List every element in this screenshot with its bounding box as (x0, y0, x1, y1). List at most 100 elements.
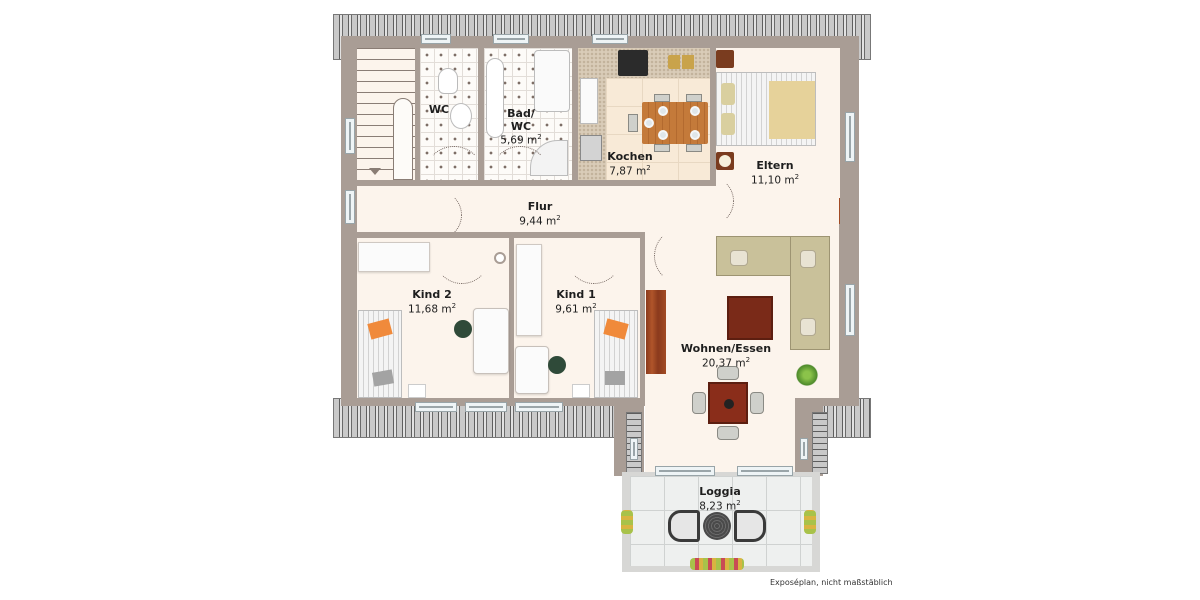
door-swing-bad (490, 146, 550, 206)
window (415, 402, 457, 412)
pillow-icon (603, 318, 629, 340)
door-swing-kind2 (434, 228, 490, 284)
room-name: Wohnen/Essen (680, 342, 772, 355)
label-bad: Bad/ WC 5,69 m2 (496, 107, 546, 147)
wardrobe-icon (516, 244, 542, 336)
window (655, 466, 715, 476)
dining-chair-icon (628, 114, 638, 132)
room-name: Kochen (607, 150, 653, 163)
window (737, 466, 793, 476)
room-name: Bad/ (507, 107, 535, 120)
desk-icon (515, 346, 549, 394)
label-flur: Flur 9,44 m2 (515, 200, 565, 228)
room-area: 20,37 m2 (701, 355, 751, 370)
dining-chair-icon (686, 144, 702, 152)
room-name: Eltern (756, 159, 794, 172)
loggia-table-icon (703, 512, 731, 540)
toy-icon (572, 384, 590, 398)
pillow-icon (371, 369, 395, 387)
room-area: 5,69 m2 (500, 133, 542, 147)
staircase (357, 48, 415, 180)
label-kind1: Kind 1 9,61 m2 (548, 288, 604, 316)
room-name: WC (428, 103, 450, 116)
dining-chair-icon (654, 144, 670, 152)
room-name-line2: WC (510, 119, 532, 133)
plan-caption: Exposéplan, nicht maßstäblich (770, 578, 893, 587)
label-kochen: Kochen 7,87 m2 (605, 150, 655, 178)
door-swing-kind1 (566, 228, 622, 284)
label-eltern: Eltern 11,10 m2 (745, 159, 805, 187)
single-bed-icon (358, 310, 402, 398)
loggia-chair-icon (734, 510, 766, 542)
office-chair-icon (454, 320, 472, 338)
flower-box-icon (690, 558, 744, 570)
window (845, 112, 855, 162)
window (345, 190, 355, 224)
single-bed-icon (594, 310, 638, 398)
fridge-icon (580, 78, 598, 124)
door-swing-wohnen (654, 228, 710, 284)
pillow-icon (367, 318, 393, 340)
food-bowls-icon (668, 55, 696, 69)
double-sink-icon (486, 58, 504, 138)
plate-icon (690, 106, 700, 116)
window (421, 34, 451, 44)
cushion-icon (800, 318, 816, 336)
stair-direction-arrow (369, 168, 381, 175)
dining-chair-icon (692, 392, 706, 414)
window (345, 118, 355, 154)
cushion-icon (800, 250, 816, 268)
pillow-icon (721, 83, 735, 105)
room-name: Kind 1 (556, 288, 596, 301)
centerpiece-icon (724, 399, 734, 409)
dining-chair-icon (717, 426, 739, 440)
label-kind2: Kind 2 11,68 m2 (402, 288, 462, 316)
pillow-icon (605, 371, 625, 385)
room-name: Loggia (699, 485, 741, 498)
dining-table-icon (708, 382, 748, 424)
door-swing-kochen (684, 176, 734, 226)
label-loggia: Loggia 8,23 m2 (692, 485, 748, 513)
room-area: 8,23 m2 (699, 498, 741, 513)
room-area: 7,87 m2 (609, 163, 651, 178)
blanket (769, 81, 815, 139)
bathtub-icon (534, 50, 570, 112)
cushion-icon (730, 250, 748, 266)
window (800, 438, 808, 460)
nightstand-icon (716, 152, 734, 170)
window (515, 402, 563, 412)
double-bed-icon (716, 72, 816, 146)
room-area: 9,44 m2 (519, 213, 561, 228)
wardrobe-icon (358, 242, 430, 272)
dining-chair-icon (717, 366, 739, 380)
flower-box-icon (621, 510, 633, 534)
label-wc: WC (424, 103, 454, 117)
window (592, 34, 628, 44)
tv-cabinet-icon (646, 290, 666, 374)
pillow-icon (721, 113, 735, 135)
room-area: 11,68 m2 (407, 301, 457, 316)
toy-icon (408, 384, 426, 398)
plate-icon (658, 106, 668, 116)
column-icon (494, 252, 506, 264)
sink-icon (450, 103, 472, 129)
room-area: 9,61 m2 (555, 301, 597, 316)
window (630, 438, 638, 460)
flower-box-icon (804, 510, 816, 534)
stove-icon (580, 135, 602, 161)
roof-bay-right (812, 412, 828, 474)
door-swing-wc (424, 146, 484, 206)
room-name: Flur (527, 200, 553, 213)
label-wohnen-essen: Wohnen/Essen 20,37 m2 (680, 342, 772, 370)
window (493, 34, 529, 44)
nightstand-icon (716, 50, 734, 68)
plate-icon (644, 118, 654, 128)
kitchen-sink-icon (618, 50, 648, 76)
dining-chair-icon (686, 94, 702, 102)
room-area: 11,10 m2 (750, 172, 800, 187)
plant-icon (794, 362, 820, 388)
loggia-chair-icon (668, 510, 700, 542)
stair-newel (393, 98, 413, 180)
desk-icon (473, 308, 509, 374)
dining-chair-icon (654, 94, 670, 102)
